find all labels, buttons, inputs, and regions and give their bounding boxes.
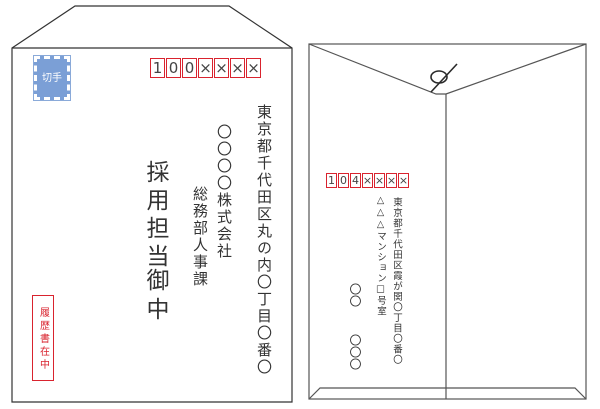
front-envelope: [11, 5, 293, 403]
recipient-title: 採用担当: [142, 160, 168, 272]
back-postal-digit: 1: [326, 173, 337, 188]
front-postal-digit: ×: [198, 58, 213, 78]
sender-building: △△△マンション□号室: [375, 195, 386, 317]
sender-name-line1: 〇〇: [348, 283, 362, 307]
back-bottom-flap: [308, 387, 587, 400]
back-envelope-body: [308, 43, 587, 400]
resume-enclosed-note: 履歴書在中: [32, 295, 54, 381]
company-name: 〇〇〇〇株式会社: [215, 124, 233, 260]
back-postal-digit: ×: [362, 173, 373, 188]
front-postal-digit: ×: [230, 58, 245, 78]
sender-name-line2: 〇〇〇: [348, 334, 362, 370]
back-postal-digit: ×: [398, 173, 409, 188]
back-postal-digit: ×: [374, 173, 385, 188]
recipient-address: 東京都千代田区丸の内〇丁目〇番〇: [255, 104, 273, 376]
resume-note-text: 履歴書在中: [37, 306, 49, 372]
back-postal-digit: 0: [338, 173, 349, 188]
honorific: 御中: [142, 268, 168, 326]
front-postal-digit: 1: [150, 58, 165, 78]
sender-address: 東京都千代田区霞が関〇丁目〇番〇: [391, 197, 402, 365]
front-postal-digit: ×: [246, 58, 261, 78]
front-postal-digit: ×: [214, 58, 229, 78]
back-flap-edge: [308, 43, 587, 95]
postage-stamp-area: 切手: [33, 55, 71, 101]
string-tie: [430, 63, 458, 93]
front-postal-digit: 0: [182, 58, 197, 78]
string-cross: [430, 63, 458, 93]
back-postal-digit: ×: [386, 173, 397, 188]
back-postal-digit: 4: [350, 173, 361, 188]
department-name: 総務部人事課: [191, 186, 209, 288]
stamp-label: 切手: [42, 72, 62, 84]
back-envelope: [308, 43, 587, 400]
front-postal-digit: 0: [166, 58, 181, 78]
